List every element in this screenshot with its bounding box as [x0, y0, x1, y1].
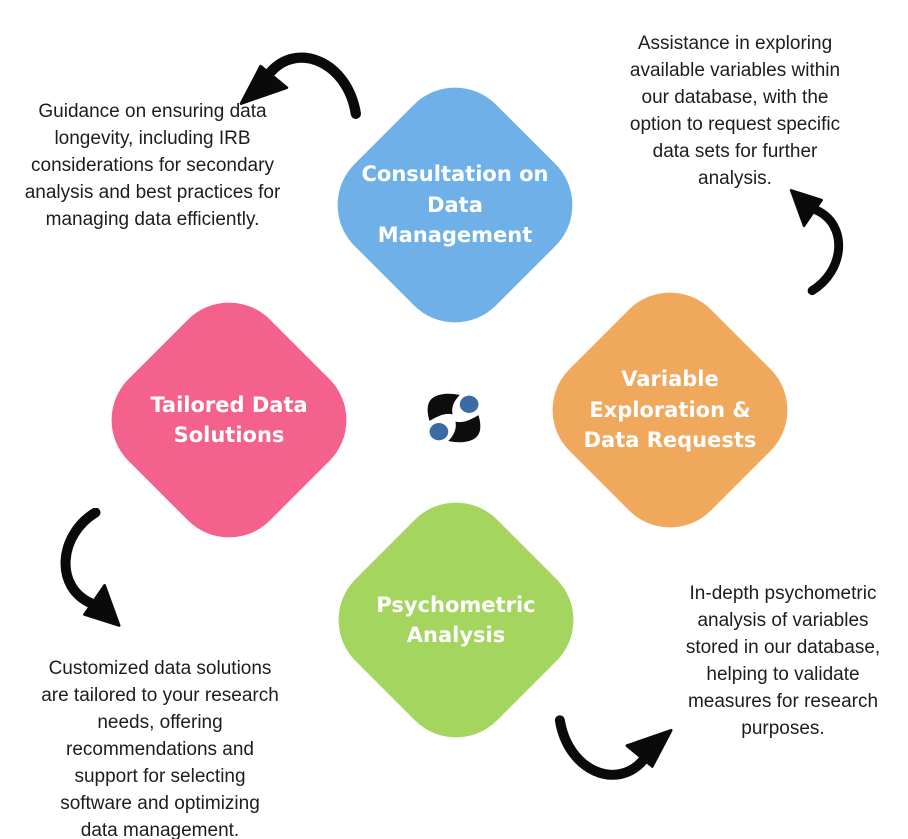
description-consultation: Guidance on ensuring data longevity, inc…	[24, 101, 281, 230]
module-label: Tailored Data Solutions	[150, 392, 308, 447]
module-label: Variable Exploration & Data Requests	[583, 367, 757, 453]
module-consultation-on-data-management: Consultation on Data Management	[313, 63, 597, 347]
module-variable-exploration-and-data-requests: Variable Exploration & Data Requests	[528, 268, 812, 552]
brand-logo-icon	[427, 393, 481, 443]
module-label: Psychometric Analysis	[376, 592, 536, 647]
module-tailored-data-solutions: Tailored Data Solutions	[87, 278, 371, 562]
module-label: Consultation on Data Management	[361, 162, 549, 248]
module-psychometric-analysis: Psychometric Analysis	[314, 478, 598, 762]
curved-arrow-icon-top-left	[239, 52, 361, 119]
description-variable-exploration: Assistance in exploring available variab…	[629, 33, 841, 189]
curved-arrow-icon-bottom	[554, 715, 673, 780]
curved-arrow-icon-right	[789, 189, 844, 296]
description-tailored-solutions: Customized data solutions are tailored t…	[41, 658, 279, 839]
curved-arrow-icon-bottom-left	[60, 508, 121, 627]
description-psychometric: In-depth psychometric analysis of variab…	[685, 583, 881, 739]
